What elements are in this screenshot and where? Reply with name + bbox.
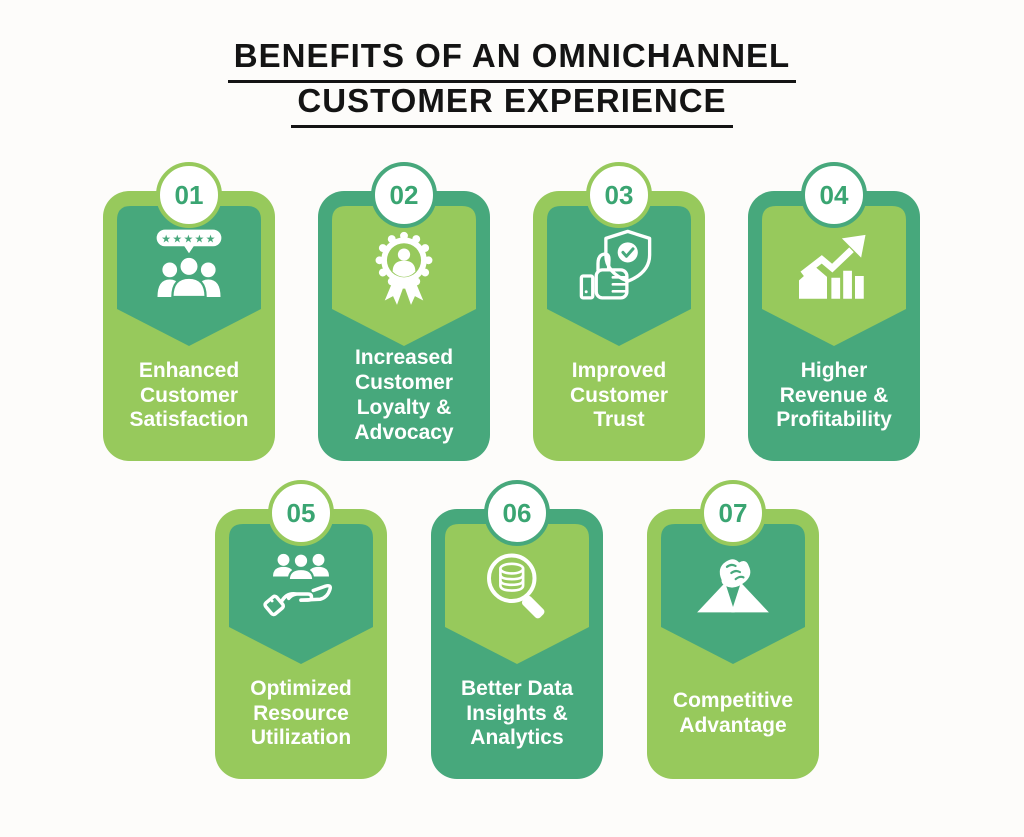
step-number-badge: 06 <box>484 480 550 546</box>
title-line-2: CUSTOMER EXPERIENCE <box>291 82 733 128</box>
step-number-badge: 07 <box>700 480 766 546</box>
chevron-banner <box>661 524 805 664</box>
benefit-card-03: 03 Improved Customer Trust <box>533 162 705 461</box>
step-number-badge: 02 <box>371 162 437 228</box>
title-line-1: BENEFITS OF AN OMNICHANNEL <box>227 37 797 83</box>
step-number-badge: 01 <box>156 162 222 228</box>
step-number-badge: 05 <box>268 480 334 546</box>
benefit-label: Higher Revenue & Profitability <box>776 358 892 432</box>
benefit-label: Better Data Insights & Analytics <box>460 676 574 750</box>
shield-thumbs-up-icon <box>577 227 661 311</box>
growth-chart-arrow-icon <box>792 227 876 311</box>
award-ribbon-icon <box>362 227 446 311</box>
benefit-label: Improved Customer Trust <box>569 358 669 432</box>
page-title: BENEFITS OF AN OMNICHANNEL CUSTOMER EXPE… <box>0 37 1024 128</box>
benefit-label: Increased Customer Loyalty & Advocacy <box>354 346 454 444</box>
svg-text:★★★★★: ★★★★★ <box>161 232 217 245</box>
chevron-banner <box>762 206 906 346</box>
data-magnifier-icon <box>475 545 559 629</box>
benefit-card-01: 01 ★★★★★ Enhanced Customer Satisfaction <box>103 162 275 461</box>
benefit-card-06: 06 Better Data Insights & Analytics <box>431 480 603 779</box>
benefit-label: Competitive Advantage <box>672 689 794 737</box>
step-number-badge: 04 <box>801 162 867 228</box>
arm-wrestling-icon <box>691 545 775 629</box>
customer-review-stars-icon: ★★★★★ <box>147 227 231 311</box>
benefit-card-02: 02 Increased Customer Loyalty & Advocac <box>318 162 490 461</box>
benefit-card-04: 04 Higher Revenue & Profitability <box>748 162 920 461</box>
benefit-card-05: 05 Optimize <box>215 480 387 779</box>
step-number-badge: 03 <box>586 162 652 228</box>
benefit-card-07: 07 Competitive Advantage <box>647 480 819 779</box>
hand-holding-people-icon <box>259 545 343 629</box>
chevron-banner <box>445 524 589 664</box>
benefit-label: Optimized Resource Utilization <box>250 676 352 750</box>
benefit-label: Enhanced Customer Satisfaction <box>129 358 249 432</box>
